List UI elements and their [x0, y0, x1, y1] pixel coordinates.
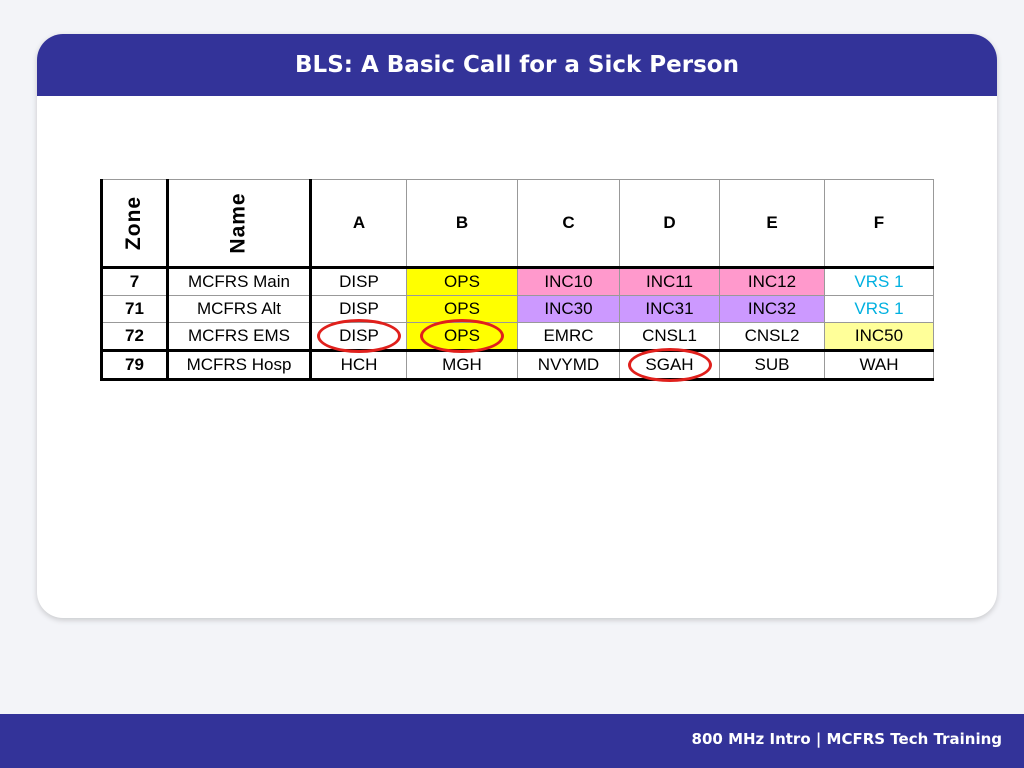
- channel-cell: INC50: [824, 322, 934, 351]
- table-header-row: Zone Name A B C D E F: [100, 179, 934, 268]
- table-row: 71 MCFRS Alt DISP OPS INC30 INC31 INC32 …: [100, 295, 934, 323]
- column-header-c: C: [517, 179, 620, 268]
- channel-cell: EMRC: [517, 322, 620, 351]
- name-cell: MCFRS Alt: [167, 295, 312, 323]
- column-header-e: E: [719, 179, 825, 268]
- column-header-b: B: [406, 179, 518, 268]
- channel-cell-highlighted: SGAH: [619, 348, 720, 382]
- zone-cell: 79: [100, 349, 169, 381]
- channel-table: Zone Name A B C D E F 7 MCFRS Main DISP …: [100, 179, 934, 382]
- zone-cell: 71: [100, 295, 169, 323]
- table-row: 79 MCFRS Hosp HCH MGH NVYMD SGAH SUB WAH: [100, 348, 934, 382]
- title-bar: BLS: A Basic Call for a Sick Person: [37, 34, 997, 96]
- column-header-f: F: [824, 179, 934, 268]
- channel-cell: INC32: [719, 295, 825, 323]
- channel-cell-highlighted: OPS: [406, 319, 518, 353]
- channel-cell: INC10: [517, 266, 620, 296]
- channel-label: OPS: [444, 326, 480, 345]
- channel-cell: CNSL2: [719, 322, 825, 351]
- channel-cell: VRS 1: [824, 295, 934, 323]
- footer-text: 800 MHz Intro | MCFRS Tech Training: [691, 730, 1002, 748]
- footer-bar: 800 MHz Intro | MCFRS Tech Training: [0, 714, 1024, 768]
- channel-cell: SUB: [719, 349, 825, 381]
- zone-header: Zone: [100, 179, 169, 268]
- channel-cell: VRS 1: [824, 266, 934, 296]
- name-cell: MCFRS Hosp: [167, 349, 312, 381]
- channel-cell: OPS: [406, 295, 518, 323]
- channel-cell: CNSL1: [619, 322, 720, 351]
- channel-cell: DISP: [310, 266, 407, 296]
- channel-cell: MGH: [406, 349, 518, 381]
- column-header-a: A: [310, 179, 407, 268]
- channel-cell: INC12: [719, 266, 825, 296]
- channel-cell-highlighted: DISP: [310, 319, 407, 353]
- channel-cell: DISP: [310, 295, 407, 323]
- channel-cell: WAH: [824, 349, 934, 381]
- table-row: 72 MCFRS EMS DISP OPS EMRC CNSL1 CNSL2 I…: [100, 319, 934, 353]
- slide-title: BLS: A Basic Call for a Sick Person: [295, 52, 739, 78]
- column-header-d: D: [619, 179, 720, 268]
- zone-cell: 7: [100, 266, 169, 296]
- channel-cell: HCH: [310, 349, 407, 381]
- name-header: Name: [167, 179, 312, 268]
- channel-label: SGAH: [645, 355, 694, 374]
- channel-cell: INC11: [619, 266, 720, 296]
- channel-cell: OPS: [406, 266, 518, 296]
- channel-cell: NVYMD: [517, 349, 620, 381]
- name-cell: MCFRS EMS: [167, 322, 312, 351]
- channel-cell: INC30: [517, 295, 620, 323]
- channel-cell: INC31: [619, 295, 720, 323]
- name-cell: MCFRS Main: [167, 266, 312, 296]
- table-row: 7 MCFRS Main DISP OPS INC10 INC11 INC12 …: [100, 266, 934, 296]
- zone-cell: 72: [100, 322, 169, 351]
- channel-label: DISP: [339, 326, 379, 345]
